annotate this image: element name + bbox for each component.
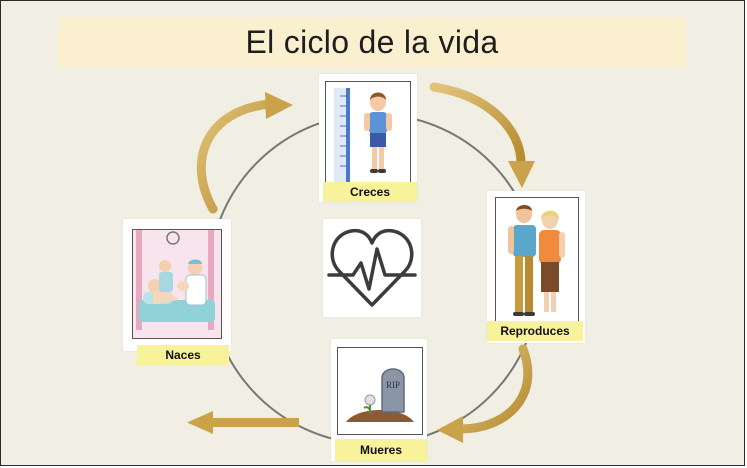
- mueres-illustration: RIP: [337, 347, 423, 435]
- stage-label-creces: Creces: [323, 182, 417, 202]
- tombstone-text: RIP: [386, 380, 400, 390]
- diagram-title: El ciclo de la vida: [245, 23, 499, 60]
- stage-label-reproduces: Reproduces: [487, 321, 583, 341]
- couple-icon: [508, 205, 565, 316]
- birth-scene-icon: [133, 230, 221, 338]
- stage-card-mueres: RIP Mueres: [331, 339, 427, 461]
- stage-label-mueres: Mueres: [335, 439, 427, 461]
- arrow-exit-left: [187, 411, 299, 434]
- stage-card-reproduces: Reproduces: [487, 191, 585, 343]
- stage-label-naces: Naces: [137, 345, 229, 365]
- reproduces-illustration: [495, 197, 579, 325]
- boy-icon: [364, 92, 392, 173]
- tombstone-icon: RIP: [346, 368, 414, 422]
- stage-card-creces: Creces: [319, 74, 417, 202]
- naces-illustration: [132, 229, 222, 339]
- stage-card-naces: Naces: [123, 219, 231, 365]
- title-band: El ciclo de la vida: [58, 17, 686, 67]
- heartbeat-icon: [327, 228, 417, 307]
- heartbeat-card: [323, 219, 421, 317]
- arrow-reproduces-to-mueres: [437, 344, 533, 443]
- creces-illustration: [325, 81, 411, 191]
- height-ruler-icon: [334, 88, 350, 184]
- arrow-naces-to-creces: [196, 92, 293, 214]
- arrow-creces-to-reproduces: [429, 82, 535, 188]
